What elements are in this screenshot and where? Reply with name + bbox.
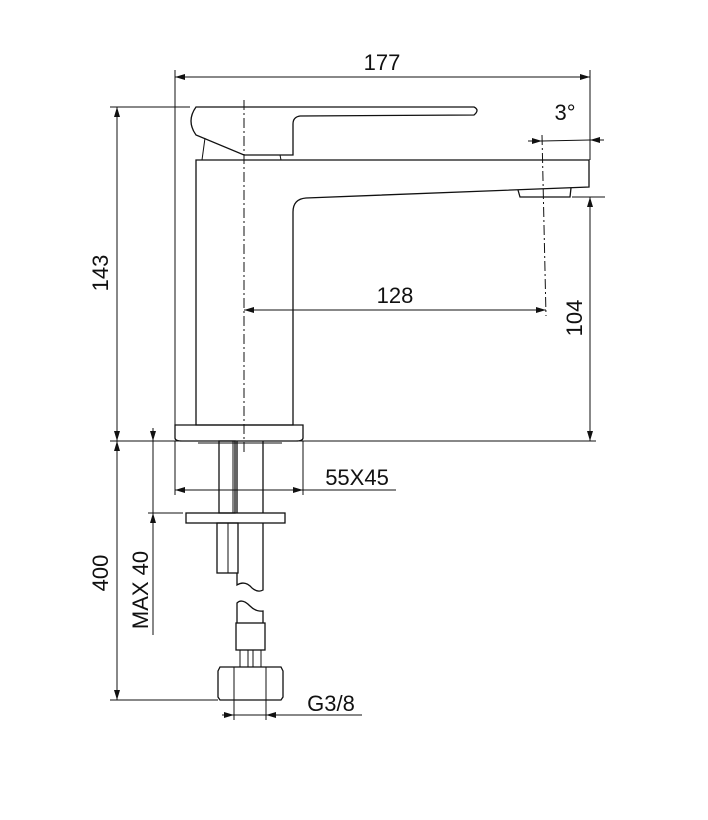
supply-hose-upper <box>236 523 264 592</box>
spout-centerline <box>541 134 547 317</box>
dimension-connection-thread: G3/8 <box>222 691 362 720</box>
supply-hose-lower <box>236 600 264 623</box>
dimension-spout-angle: 3° <box>528 100 604 144</box>
svg-text:400: 400 <box>88 555 113 592</box>
svg-text:MAX 40: MAX 40 <box>128 551 153 629</box>
svg-text:177: 177 <box>364 50 401 75</box>
dimension-overall-width: 177 <box>174 50 591 425</box>
faucet-body <box>174 106 590 444</box>
dimension-total-height: 143 <box>88 106 190 441</box>
dimension-spout-reach: 128 <box>244 283 546 313</box>
svg-text:G3/8: G3/8 <box>307 691 355 716</box>
dimension-base-size: 55X45 <box>174 441 396 495</box>
dimension-max-counter-thickness: MAX 40 <box>128 428 183 635</box>
dimension-hose-length: 400 <box>88 441 218 701</box>
connection-nut <box>217 666 284 701</box>
svg-text:55X45: 55X45 <box>325 465 389 490</box>
aerator <box>517 187 572 198</box>
lever-handle <box>190 106 478 156</box>
svg-text:128: 128 <box>377 283 414 308</box>
base-plate <box>174 424 304 442</box>
mounting-washer <box>185 512 286 524</box>
mounting-assembly <box>185 440 286 701</box>
svg-text:143: 143 <box>88 255 113 292</box>
spout-body <box>195 159 590 426</box>
svg-text:104: 104 <box>562 300 587 337</box>
svg-text:3°: 3° <box>554 100 575 125</box>
dimension-spout-height: 104 <box>110 196 605 442</box>
